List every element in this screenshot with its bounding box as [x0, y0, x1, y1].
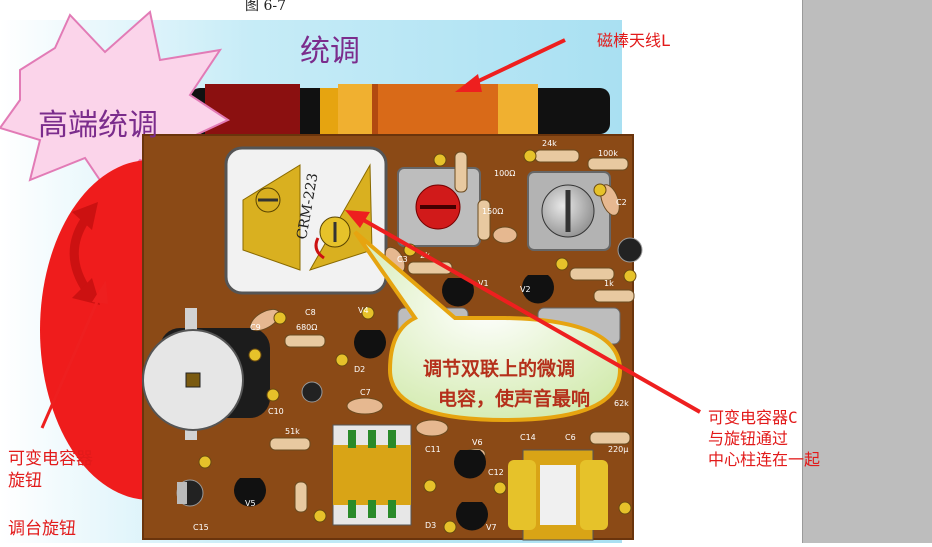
svg-text:C8: C8: [305, 308, 316, 317]
svg-text:C15: C15: [193, 523, 209, 532]
arrows: [40, 38, 701, 429]
transformer-2: [508, 449, 608, 541]
svg-text:V1: V1: [478, 279, 489, 288]
svg-text:C6: C6: [565, 433, 576, 442]
callout-text-line2: 电容，使声音最响: [438, 388, 591, 410]
svg-text:C9: C9: [250, 323, 261, 332]
svg-text:C12: C12: [488, 468, 504, 477]
svg-text:150Ω: 150Ω: [482, 207, 503, 216]
callout-text-line1: 调节双联上的微调: [423, 358, 576, 380]
transformer-1: [332, 424, 412, 526]
svg-text:V2: V2: [520, 285, 531, 294]
svg-text:C10: C10: [268, 407, 284, 416]
capacitor-label-line2: 与旋钮通过: [708, 429, 789, 448]
svg-text:D2: D2: [354, 365, 365, 374]
svg-text:C2: C2: [616, 198, 627, 207]
dual-variable-capacitor: CRM-223: [224, 146, 388, 295]
svg-text:51k: 51k: [285, 427, 300, 436]
magnetic-rod-antenna: [190, 84, 610, 138]
volume-knob: [142, 308, 270, 440]
tuning-knob: [40, 160, 150, 500]
svg-text:V6: V6: [472, 438, 483, 447]
pcb-text: 24k 100k 680Ω 51k 62k 2k 150Ω 100Ω 1k C2…: [193, 139, 629, 532]
gray-trimmer: [527, 171, 611, 251]
side-panel: [802, 0, 932, 543]
rotate-arrow-icon: [69, 217, 92, 295]
electrolytic-capacitors: [176, 237, 643, 507]
capacitor-label-line1: 可变电容器C: [708, 408, 798, 427]
callout-bubble: [353, 230, 623, 423]
red-trimmer: [397, 167, 481, 247]
svg-text:C3: C3: [397, 255, 408, 264]
svg-text:24k: 24k: [542, 139, 557, 148]
knob-label-line1: 可变电容器: [8, 449, 93, 469]
diagram-title: 统调: [300, 34, 360, 69]
antenna-label: 磁棒天线L: [597, 31, 671, 50]
svg-text:V5: V5: [245, 499, 256, 508]
svg-text:100Ω: 100Ω: [494, 169, 515, 178]
tuning-knob-label: 调台旋钮: [8, 519, 76, 539]
svg-text:100k: 100k: [598, 149, 618, 158]
figure-caption: 图 6-7: [245, 0, 286, 14]
capacitor-label-line3: 中心柱连在一起: [708, 450, 821, 469]
svg-text:1k: 1k: [604, 279, 614, 288]
solder-pads: [198, 149, 637, 534]
svg-text:220μ: 220μ: [608, 445, 628, 454]
svg-text:680Ω: 680Ω: [296, 323, 317, 332]
svg-text:D3: D3: [425, 521, 436, 530]
svg-text:V4: V4: [358, 306, 369, 315]
svg-text:V7: V7: [486, 523, 497, 532]
svg-text:C14: C14: [520, 433, 536, 442]
high-end-label: 高端统调: [38, 108, 158, 143]
knob-label-line2: 旋钮: [8, 471, 42, 491]
svg-text:C11: C11: [425, 445, 441, 454]
svg-text:C7: C7: [360, 388, 371, 397]
transistors: [233, 275, 554, 531]
svg-text:62k: 62k: [614, 399, 629, 408]
